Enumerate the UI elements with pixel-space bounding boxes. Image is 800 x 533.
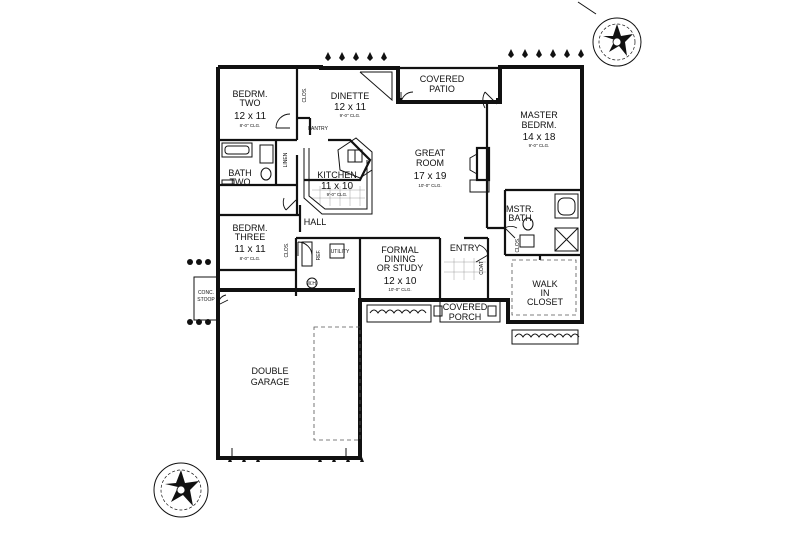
pantry-name: PANTRY bbox=[308, 126, 328, 132]
bath-two-fixtures bbox=[221, 142, 274, 185]
bath-two-name-2: TWO bbox=[230, 177, 251, 187]
stoop-outline bbox=[193, 276, 219, 321]
ref-label: REF. bbox=[316, 250, 322, 261]
porch-column-left bbox=[433, 305, 443, 317]
bedroom-two-size: 12 x 11 bbox=[234, 111, 266, 122]
master-bath-name-2: BATH bbox=[508, 213, 531, 223]
great-room-name: GREAT bbox=[415, 148, 446, 158]
fireplace-icon bbox=[469, 146, 491, 193]
double-garage-name-2: GARAGE bbox=[251, 377, 290, 387]
dinette-ceiling: 9'-0" CLG. bbox=[340, 113, 361, 118]
master-bedroom-name: MASTER bbox=[520, 110, 558, 120]
utility-name: UTILITY bbox=[331, 249, 350, 255]
dinette-name: DINETTE bbox=[331, 91, 370, 101]
closet-shelves bbox=[511, 259, 577, 316]
conc-stoop-name: CONC. bbox=[198, 290, 214, 296]
kitchen-counters bbox=[303, 137, 373, 215]
formal-dining-name: FORMAL bbox=[381, 245, 419, 255]
master-bath-fixtures bbox=[519, 193, 579, 252]
conc-stoop-name-2: STOOP bbox=[197, 297, 215, 303]
formal-dining-name-2: DINING bbox=[384, 254, 416, 264]
covered-porch-name: COVERED bbox=[443, 302, 488, 312]
formal-dining-size: 12 x 10 bbox=[384, 276, 417, 287]
bedroom-three-size: 11 x 11 bbox=[234, 244, 266, 255]
porch-column-right bbox=[487, 305, 497, 317]
planter-bed-front bbox=[366, 304, 432, 323]
tree-top-right-icon bbox=[592, 17, 642, 67]
great-room-size: 17 x 19 bbox=[414, 171, 447, 182]
planter-bed-master bbox=[511, 329, 580, 345]
north-edge-line bbox=[577, 1, 597, 15]
walk-in-closet-name-2: IN bbox=[541, 288, 550, 298]
kitchen-size: 11 x 10 bbox=[321, 181, 353, 192]
hall-name: HALL bbox=[304, 217, 327, 227]
entry-name: ENTRY bbox=[450, 243, 480, 253]
master-closet-label: CLOS. bbox=[515, 237, 521, 252]
master-bedroom-ceiling: 9'-0" CLG. bbox=[529, 143, 550, 148]
great-room-name-2: ROOM bbox=[416, 158, 444, 168]
formal-dining-name-3: OR STUDY bbox=[377, 263, 424, 273]
kitchen-name: KITCHEN bbox=[317, 170, 357, 180]
bedroom-two-name-2: TWO bbox=[240, 98, 261, 108]
bedroom-two-name: BEDRM. bbox=[232, 89, 267, 99]
covered-porch-name-2: PORCH bbox=[449, 312, 482, 322]
bedroom-two-ceiling: 8'-0" CLG. bbox=[240, 123, 261, 128]
bedroom-three-name: BEDRM. bbox=[232, 223, 267, 233]
interior-walls bbox=[218, 67, 582, 300]
garage-door-swing bbox=[313, 326, 361, 441]
master-bedroom-name-2: BEDRM. bbox=[521, 120, 556, 130]
entry-tile-pattern bbox=[444, 258, 486, 280]
walk-in-closet-name-3: CLOSET bbox=[527, 297, 564, 307]
master-bath-name: MSTR. bbox=[506, 204, 534, 214]
covered-patio-name: COVERED bbox=[420, 74, 465, 84]
kitchen-tile-grid bbox=[312, 186, 365, 206]
closet-bedroom-two: CLOS. bbox=[302, 87, 308, 102]
great-room-ceiling: 10'-0" CLG. bbox=[418, 183, 441, 188]
garage-door-jambs bbox=[231, 448, 347, 458]
bedroom-three-ceiling: 8'-0" CLG. bbox=[240, 256, 261, 261]
door-swings bbox=[217, 91, 518, 306]
water-heater-label: W.H. bbox=[307, 281, 318, 287]
dinette-size: 12 x 11 bbox=[334, 102, 366, 113]
shrubs-top-right bbox=[508, 49, 584, 58]
bath-two-name: BATH bbox=[228, 168, 251, 178]
porch-outline bbox=[439, 300, 501, 323]
kitchen-ceiling: 9'-0" CLG. bbox=[327, 192, 348, 197]
linen-name: LINEN bbox=[283, 152, 289, 167]
coat-closet: COAT bbox=[479, 261, 485, 275]
dinette-floor-pattern bbox=[359, 71, 393, 102]
closet-bedroom-three: CLOS. bbox=[284, 242, 290, 257]
formal-dining-ceiling: 10'-0" CLG. bbox=[388, 287, 411, 292]
tree-bottom-left-icon bbox=[153, 462, 209, 518]
double-garage-name: DOUBLE bbox=[251, 366, 288, 376]
walk-in-closet-name: WALK bbox=[532, 279, 557, 289]
bedroom-three-name-2: THREE bbox=[235, 232, 266, 242]
covered-patio-name-2: PATIO bbox=[429, 84, 455, 94]
shrubs-top-left bbox=[325, 52, 387, 61]
master-bedroom-size: 14 x 18 bbox=[523, 132, 556, 143]
